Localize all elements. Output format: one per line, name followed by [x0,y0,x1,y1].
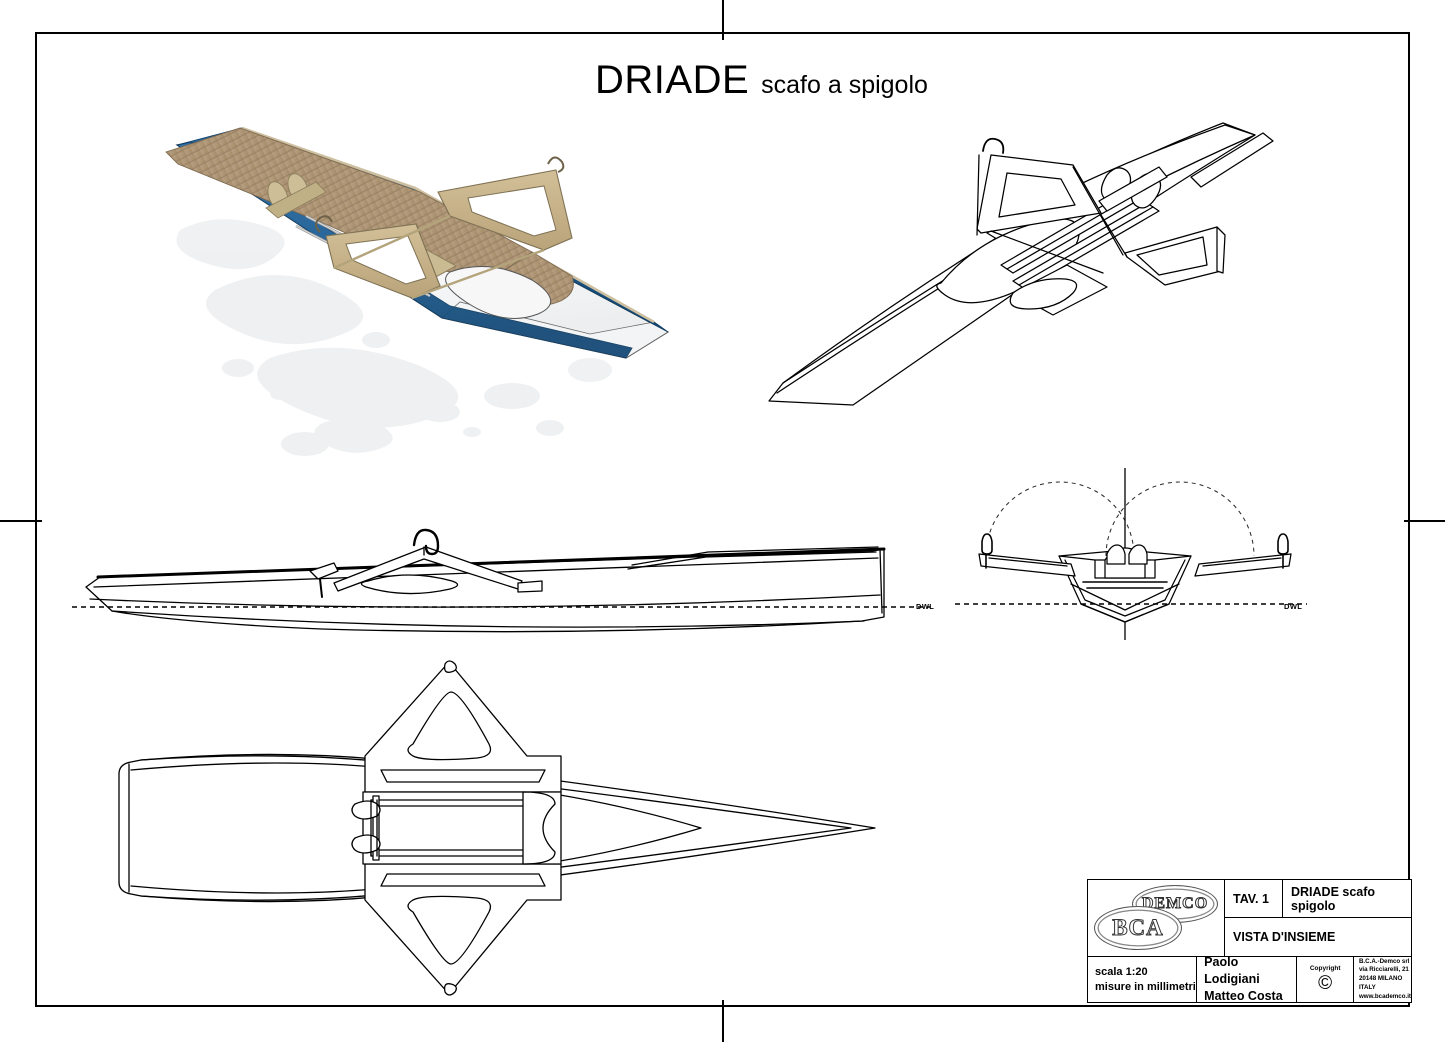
registration-tick-left [0,520,42,522]
scale-line-1: scala 1:20 [1095,965,1148,978]
title-block-right: TAV. 1 DRIADE scafo spigolo VISTA D'INSI… [1225,880,1411,956]
hull-keel-flat [1080,603,1170,623]
rigger-wing-port-inner [988,557,1068,567]
address-line-3: 20148 MILANO [1358,975,1403,983]
shoe-right [1128,544,1148,565]
keel-line [111,610,865,628]
copyright-label: Copyright [1309,965,1341,973]
authors-cell: Paolo Lodigiani Matteo Costa [1197,955,1298,1003]
profile-side-view [72,525,937,640]
view-name-cell: VISTA D'INSIEME [1233,930,1336,944]
foot-stretcher [1098,166,1168,212]
cockpit-opening [445,266,551,319]
drawing-border-frame [35,32,1410,1007]
title-block-row-1: TAV. 1 DRIADE scafo spigolo [1225,880,1411,918]
address-line-5: www.bcademco.it [1358,992,1411,1000]
title-block-bottom-row: scala 1:20 misure in millimetri Paolo Lo… [1088,955,1411,1003]
title-sub-text: scafo a spigolo [761,71,928,99]
address-line-1: B.C.A.-Demco srl [1358,957,1410,965]
shoe-left [1106,544,1126,565]
rigger-starboard [976,137,1102,236]
sheet-title: DRIADE scafo a spigolo [595,58,928,103]
title-block: DEMCO BCA TAV. 1 DRIADE scafo spigolo VI… [1087,879,1412,1003]
oar-sweep-arcs [985,481,1255,557]
aft-sheer-rise [631,546,879,566]
foot-stretcher-plan [351,799,381,857]
rigger-wing-aft [364,863,562,996]
rigger-wing-forward [364,660,562,793]
rendered-perspective-view [120,40,690,480]
gunwale-line [241,126,655,324]
hull-chine-pt [1070,583,1180,611]
copyright-cell: Copyright © [1297,957,1354,1002]
hull-plan-inner [130,762,852,894]
registration-tick-bottom [722,1000,724,1042]
registration-tick-top [722,0,724,40]
sheer-line [96,547,886,579]
slide-rail-bottom [370,849,530,857]
rigger-port [1124,226,1226,286]
address-line-2: via Ricciarelli, 21 [1358,966,1409,974]
scale-cell: scala 1:20 misure in millimetri [1088,957,1198,1002]
copyright-icon: © [1318,972,1333,994]
seat-top [1009,278,1078,310]
foot-stretcher [265,173,327,219]
address-cell: B.C.A.-Demco srl via Ricciarelli, 21 201… [1354,957,1411,1002]
transom-line [879,548,883,614]
address-line-4: ITALY [1358,983,1376,991]
hull-profile-outline [85,548,885,633]
oarlock-port [981,533,993,569]
plan-top-view [105,652,880,1007]
rigger-wing-starboard-inner [1202,557,1282,567]
dwl-label-profile: DWL [916,602,935,611]
rigger-starboard [437,156,573,251]
wireframe-perspective-view [755,105,1285,410]
bca-badge-text: BCA [1112,915,1164,941]
hull-section-inner [1064,559,1186,617]
drawing-name-cell: DRIADE scafo spigolo [1291,884,1376,913]
company-logo: DEMCO BCA [1088,880,1225,956]
author-2: Matteo Costa [1204,988,1283,1003]
aft-wing [1190,132,1274,188]
water-reflection [176,219,612,456]
bca-badge: BCA [1094,906,1182,950]
sliding-seat-plan [522,791,556,865]
rigger-port [315,215,441,299]
rigger-cross-bars [333,214,545,300]
scale-line-2: misure in millimetri [1095,980,1196,993]
rigger-spars [990,166,1128,274]
title-main-text: DRIADE [595,58,750,102]
rail-track-line-2 [1018,206,1154,286]
rigger-assembly-profile [309,528,543,598]
author-1: Paolo Lodigiani [1204,955,1260,987]
dwl-label-body: DWL [1284,602,1303,611]
title-block-top-row: DEMCO BCA TAV. 1 DRIADE scafo spigolo VI… [1088,880,1411,957]
oarlock-starboard [1277,533,1289,569]
registration-tick-right [1404,520,1445,522]
aft-sheer-rise-2 [627,551,877,570]
body-plan-section-view [955,468,1315,640]
table-number-cell: TAV. 1 [1225,880,1283,917]
slide-rail-top [370,799,530,807]
